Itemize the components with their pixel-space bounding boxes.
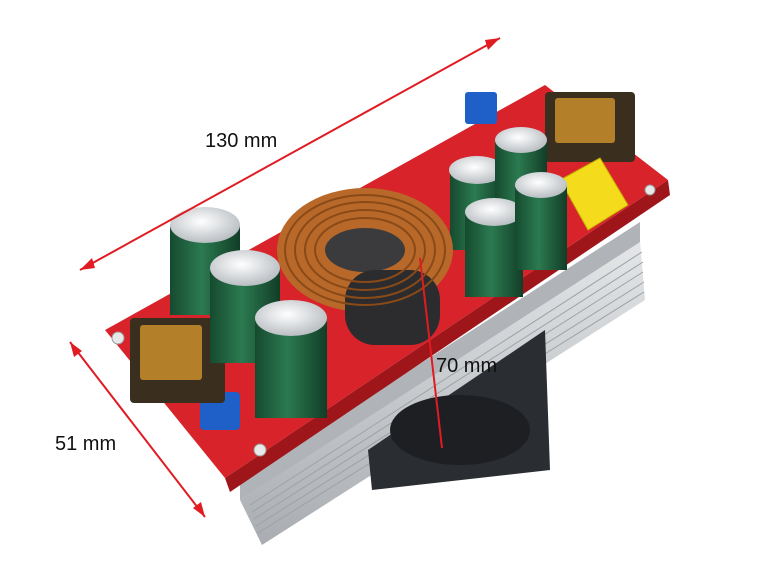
- cooling-fan: [368, 330, 550, 490]
- capacitor: [449, 127, 567, 297]
- length-dimension-label: 130 mm: [205, 130, 278, 152]
- height-dimension-label: 70 mm: [436, 355, 498, 377]
- measure-line-length: [79, 37, 501, 271]
- toroidal-inductor: [277, 188, 453, 345]
- measure-line-height: [419, 257, 443, 449]
- measure-line-width: [69, 341, 206, 518]
- width-dimension-label: 51 mm: [55, 433, 117, 455]
- capacitor: [170, 207, 327, 418]
- terminal-block: [130, 92, 635, 403]
- fuse: [559, 157, 629, 231]
